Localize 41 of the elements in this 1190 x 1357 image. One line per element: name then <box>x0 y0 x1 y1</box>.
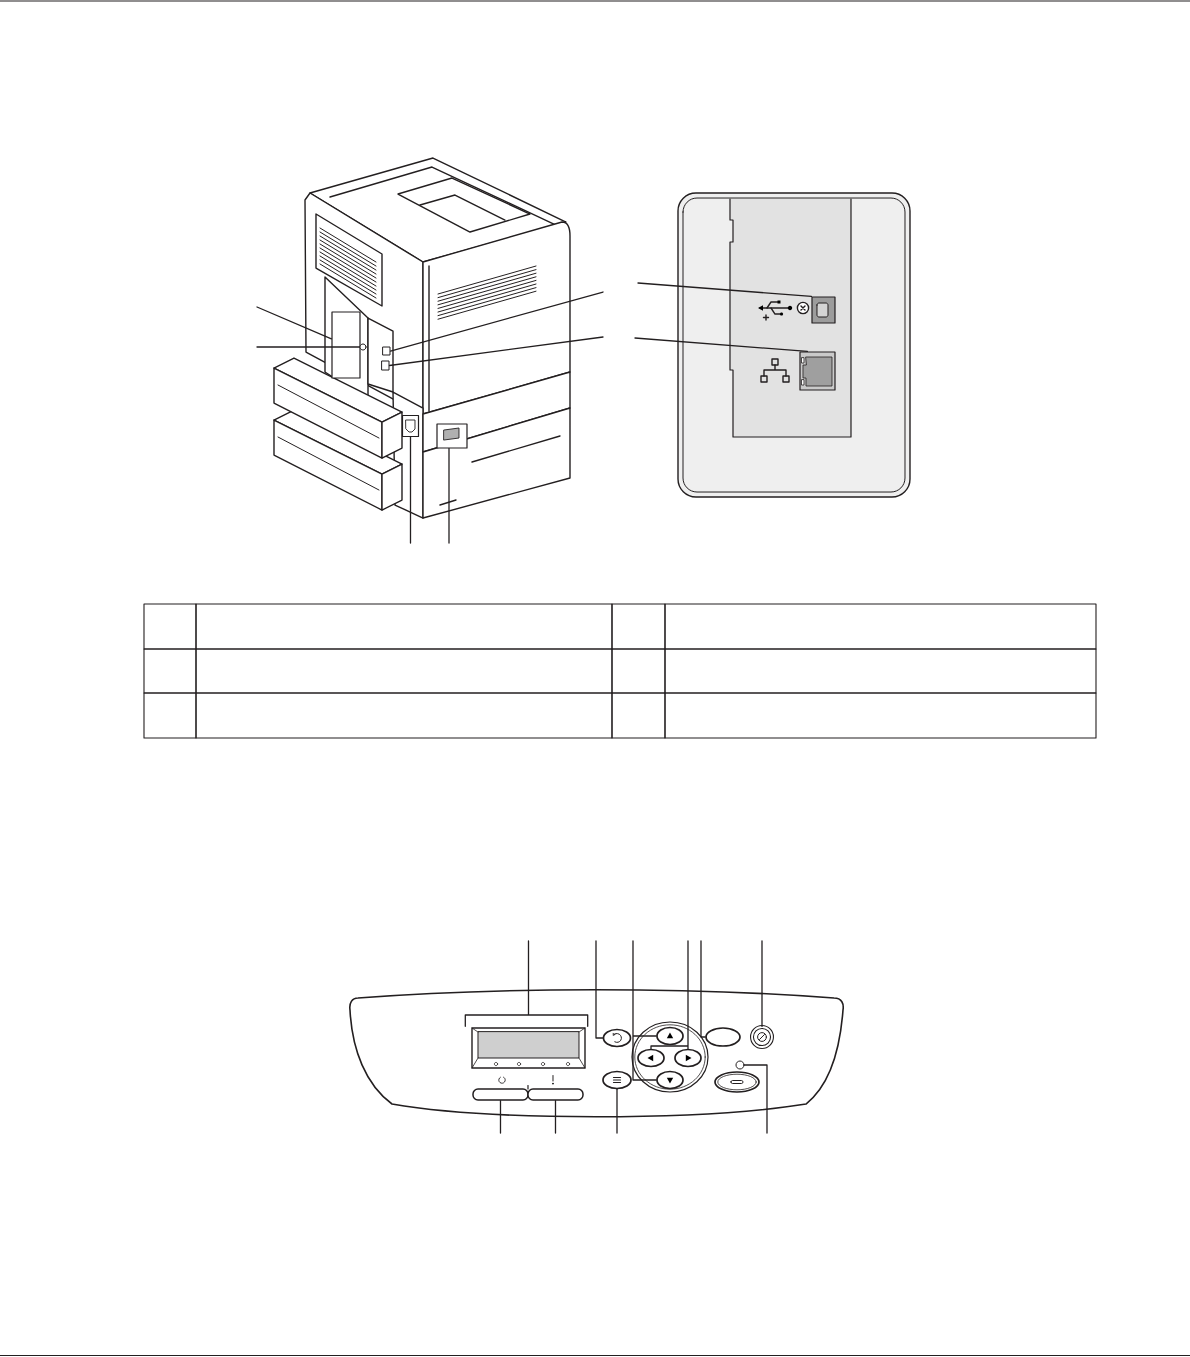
leader-line <box>389 291 604 352</box>
usb-port <box>382 346 391 356</box>
network-port <box>799 351 836 391</box>
menu-button <box>602 1070 632 1090</box>
leader-line <box>743 1064 768 1134</box>
leader-line <box>634 337 809 353</box>
screw <box>359 343 367 351</box>
leader-line <box>464 940 589 1027</box>
light-bar <box>527 1088 584 1101</box>
leader-line <box>409 436 412 544</box>
cancel-button <box>750 1025 774 1049</box>
leader-line <box>650 940 689 1050</box>
inset-panel <box>677 192 911 498</box>
lcd-display <box>471 1027 586 1069</box>
indicator-light <box>735 1060 745 1070</box>
usb-port <box>811 296 836 324</box>
light-bar <box>472 1088 529 1101</box>
cover-plate <box>331 311 361 379</box>
control-panel <box>349 988 845 1118</box>
leader-line <box>256 306 333 340</box>
leader-line <box>761 940 763 1028</box>
power-inlet <box>401 414 420 438</box>
printer-drawing <box>273 157 571 519</box>
up-button <box>656 1026 684 1046</box>
right-button <box>674 1048 702 1068</box>
switch-housing <box>436 423 468 449</box>
leader-line <box>632 940 657 1081</box>
leader-line <box>256 346 361 348</box>
network-port <box>381 360 390 371</box>
ok-button <box>705 1027 741 1047</box>
leader-line <box>448 447 450 544</box>
leader-line <box>499 1100 502 1134</box>
leader-line <box>554 1100 557 1134</box>
leader-line <box>388 336 604 367</box>
down-button <box>656 1070 684 1090</box>
leader-line <box>637 282 813 298</box>
leader-line <box>595 940 604 1039</box>
back-button <box>602 1028 632 1048</box>
leader-line <box>616 1088 618 1134</box>
leader-line <box>700 940 706 1038</box>
left-button <box>637 1048 665 1068</box>
